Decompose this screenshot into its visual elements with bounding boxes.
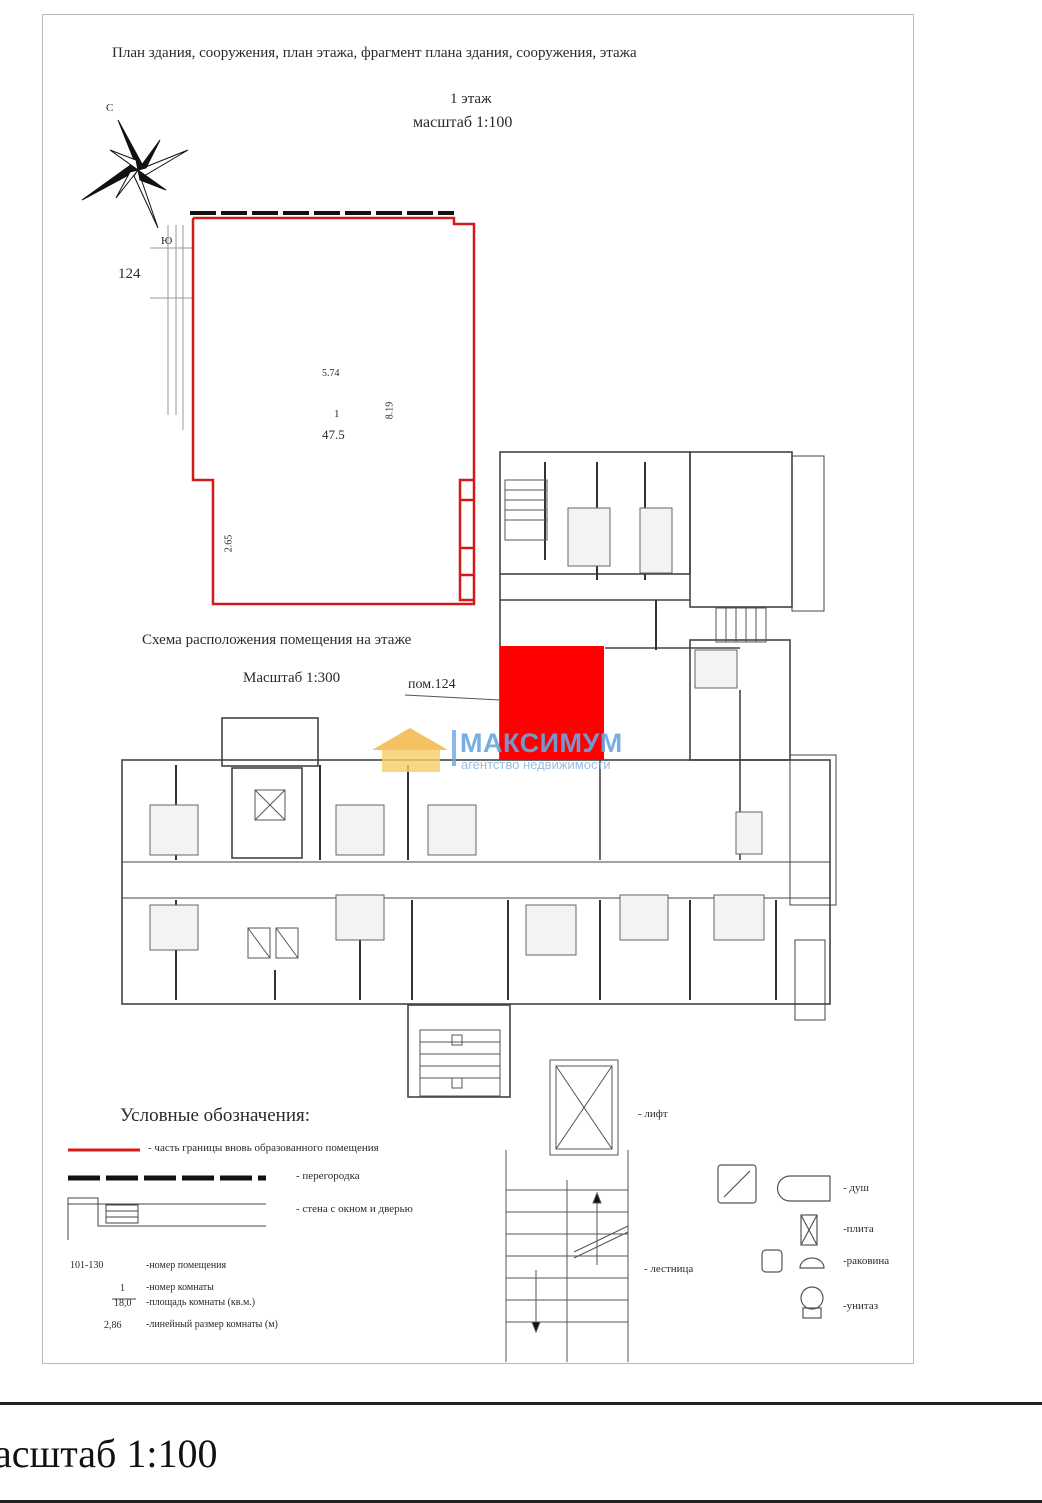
legend-lift: - лифт <box>638 1108 668 1120</box>
legend-room-range-label: -номер помещения <box>146 1260 227 1271</box>
sink-icon <box>761 1249 825 1273</box>
legend-wall-sample <box>67 1197 266 1240</box>
legend-stove: -плита <box>843 1223 874 1235</box>
room-index: 1 <box>334 408 340 420</box>
legend-boundary: - часть границы вновь образованного поме… <box>148 1142 379 1154</box>
compass-south: Ю <box>161 235 173 247</box>
stairs-icon <box>505 1150 629 1362</box>
footer-band <box>0 1402 1042 1503</box>
legend-toilet: -унитаз <box>843 1300 879 1312</box>
notch-dimension: 2.65 <box>223 534 235 553</box>
lift-icon <box>549 1059 619 1156</box>
legend-stairs: - лестница <box>644 1263 694 1275</box>
legend-area-label: -площадь комнаты (кв.м.) <box>146 1297 256 1308</box>
scheme-scale: Масштаб 1:300 <box>243 670 341 686</box>
drawing-canvas <box>67 119 837 1362</box>
legend-dim-label: -линейный размер комнаты (м) <box>146 1319 278 1330</box>
scale-label: масштаб 1:100 <box>413 114 513 131</box>
highlighted-room <box>500 646 604 760</box>
room-boundary <box>191 216 476 606</box>
bathroom-blocks <box>149 507 765 956</box>
plan-title: План здания, сооружения, план этажа, фра… <box>112 45 637 61</box>
room-height-dimension: 8.19 <box>384 401 396 420</box>
legend-area-example: 18,0 <box>114 1298 132 1309</box>
toilet-icon <box>800 1286 824 1319</box>
floor-label: 1 этаж <box>450 91 492 107</box>
scheme-stairs-lifts <box>247 479 767 1097</box>
house-logo-icon <box>372 728 456 772</box>
compass-north: С <box>106 102 114 114</box>
legend-shower: - душ <box>843 1182 869 1194</box>
legend-room-range: 101-130 <box>70 1260 104 1271</box>
legend-title: Условные обозначения: <box>120 1105 311 1126</box>
legend-partition: - перегородка <box>296 1170 360 1182</box>
room-width-dimension: 5.74 <box>322 368 340 379</box>
compass-rose-icon <box>81 119 189 229</box>
legend-room-no-example: 1 <box>120 1283 125 1294</box>
scheme-title: Схема расположения помещения на этаже <box>142 632 412 648</box>
exterior-wall <box>150 225 192 430</box>
legend-sink: -раковина <box>843 1255 890 1267</box>
legend-wall: - стена с окном и дверью <box>296 1203 413 1215</box>
room-area: 47.5 <box>322 427 345 442</box>
room-callout: пом.124 <box>408 677 456 692</box>
shower-icon <box>717 1164 831 1204</box>
footer-scale: асштаб 1:100 <box>0 1431 218 1476</box>
room-number: 124 <box>118 266 141 282</box>
callout-line <box>404 694 501 701</box>
legend-dim-example: 2,86 <box>104 1320 122 1331</box>
watermark-tagline: агентство недвижимости <box>461 757 611 772</box>
stove-icon <box>800 1214 818 1246</box>
watermark-brand: МАКСИМУМ <box>460 728 623 758</box>
plan-sheet <box>42 14 914 1364</box>
legend-room-no-label: -номер комнаты <box>146 1282 214 1293</box>
